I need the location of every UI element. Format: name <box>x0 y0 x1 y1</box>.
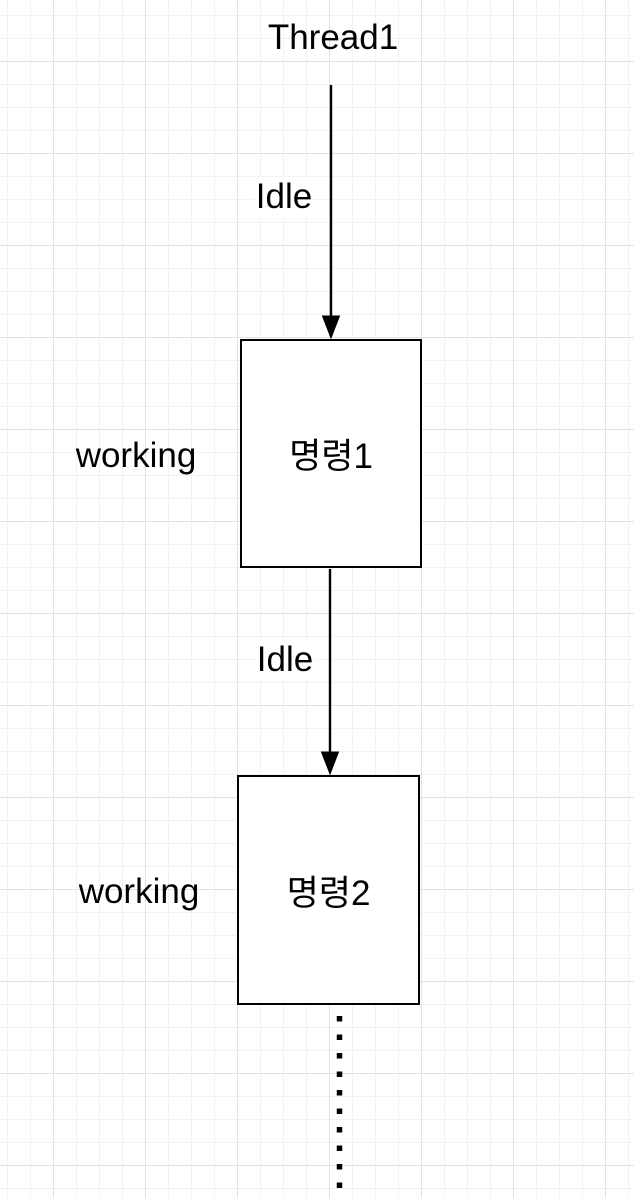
edge-label-idle-2[interactable]: Idle <box>254 639 316 681</box>
arrow-idle-2[interactable] <box>320 569 340 776</box>
side-label-working-2[interactable]: working <box>78 871 200 911</box>
side-label-working-1[interactable]: working <box>75 435 197 475</box>
edge-label-idle-1[interactable]: Idle <box>253 176 315 218</box>
arrow-idle-1[interactable] <box>321 85 341 340</box>
node-command-2[interactable]: 명령2 <box>237 775 420 1005</box>
thread-title[interactable]: Thread1 <box>267 17 399 57</box>
node-command-1-label: 명령1 <box>289 437 373 476</box>
node-command-1[interactable]: 명령1 <box>240 339 422 568</box>
node-command-2-label: 명령2 <box>286 873 371 913</box>
